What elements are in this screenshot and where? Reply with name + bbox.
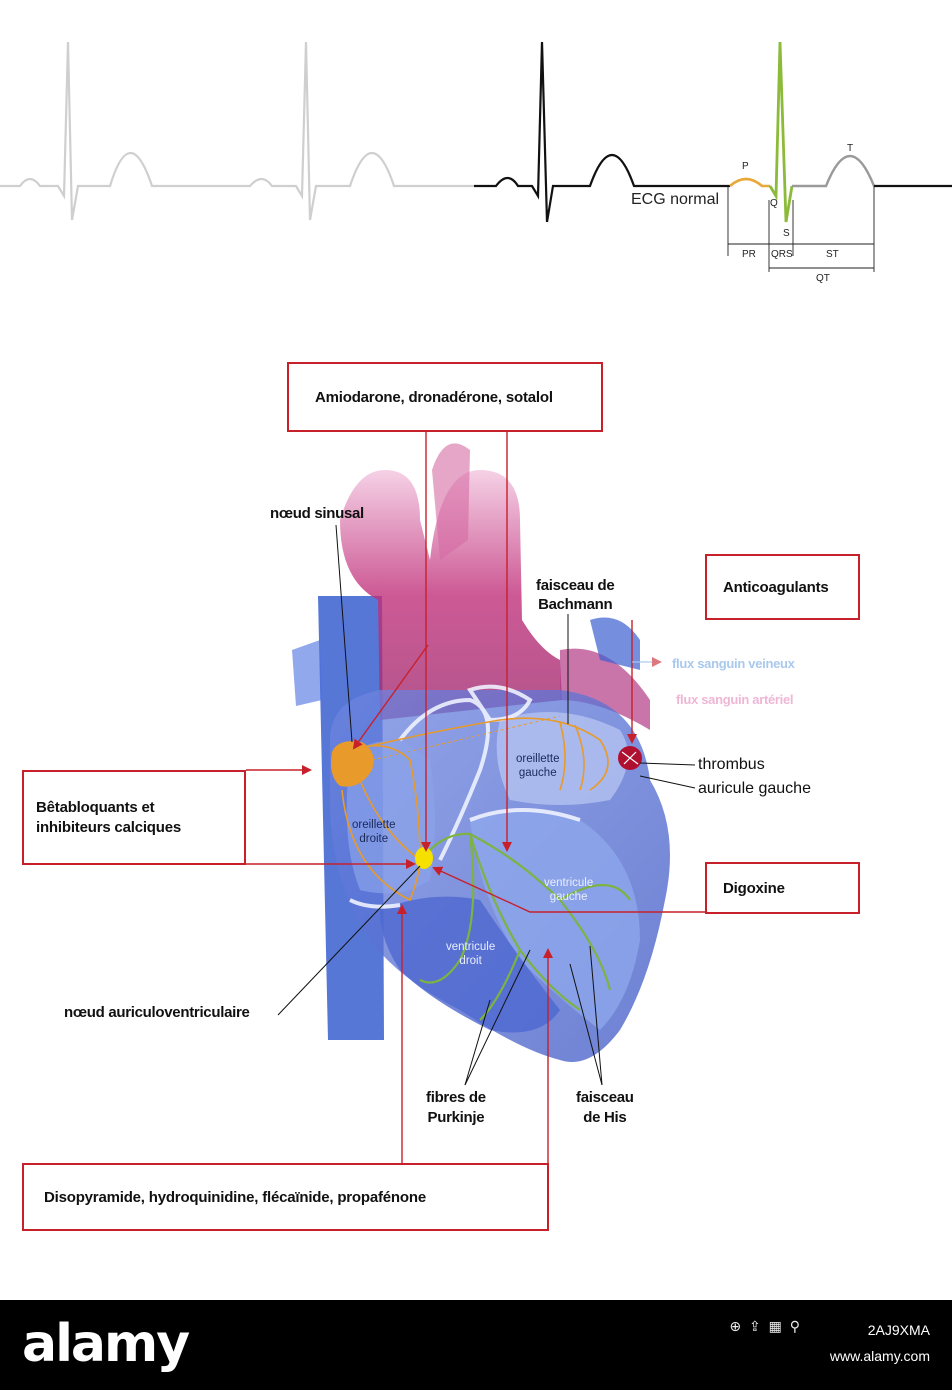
ecg-normal-label: ECG normal <box>631 191 720 208</box>
ecg-strip <box>0 41 952 272</box>
pulmonary-vein <box>590 617 640 670</box>
drug-digoxine-text: Digoxine <box>723 879 785 897</box>
ecg-qt-label: QT <box>816 273 830 284</box>
his-purkinje-paths <box>419 832 631 1021</box>
label-ventricule-droit: ventricule droit <box>446 941 496 967</box>
label-oreillette-droite: oreillette droite <box>352 819 396 845</box>
share-icon: ⇪ <box>748 1318 763 1334</box>
cart-icon: ⚲ <box>789 1318 802 1334</box>
drug-betabloquants-text: Bêtabloquants et inhibiteurs calciques <box>36 798 182 836</box>
label-faisceau-his: faisceau de His <box>576 1089 634 1126</box>
pulmonary-vessel <box>560 648 650 730</box>
ecg-interval-markers <box>727 186 875 272</box>
atrial-conduction-paths <box>341 717 609 902</box>
label-flux-arteriel: flux sanguin artériel <box>676 692 794 707</box>
brand-logo: alamy <box>22 1314 190 1374</box>
label-noeud-sinusal: nœud sinusal <box>270 505 364 522</box>
footer-icons: ⊕ ⇪ ▦ ⚲ <box>729 1318 802 1335</box>
leader-lines <box>277 524 696 1086</box>
drug-box-anticoagulants: Anticoagulants <box>705 554 860 620</box>
grid-icon: ▦ <box>768 1318 784 1334</box>
drug-box-betabloquants: Bêtabloquants et inhibiteurs calciques <box>22 770 246 865</box>
ecg-qrs-complex <box>768 41 794 223</box>
sinus-node-shape <box>331 741 374 787</box>
zoom-icon: ⊕ <box>729 1318 744 1334</box>
drug-disopyramide-text: Disopyramide, hydroquinidine, flécaïnide… <box>44 1188 426 1206</box>
ecg-qrs-label: QRS <box>771 249 793 260</box>
label-auricule-gauche: auricule gauche <box>698 780 811 797</box>
aorta-branch <box>432 443 470 560</box>
ecg-s-label: S <box>783 228 790 239</box>
ecg-p-label: P <box>742 161 749 172</box>
drug-box-amiodarone: Amiodarone, dronadérone, sotalol <box>287 362 603 432</box>
left-ventricle <box>470 810 640 1030</box>
heart-illustration <box>246 430 705 1163</box>
label-fibres-purkinje: fibres de Purkinje <box>426 1089 486 1126</box>
av-node-shape <box>415 847 433 869</box>
label-thrombus: thrombus <box>698 756 765 773</box>
ecg-t-wave <box>792 155 876 188</box>
drug-anticoagulants-text: Anticoagulants <box>723 578 829 596</box>
vein-branch <box>292 640 322 706</box>
ecg-grey-trace <box>0 41 474 221</box>
right-ventricle <box>380 896 560 1033</box>
ecg-p-wave <box>729 177 770 188</box>
left-atrium <box>496 712 628 805</box>
ecg-q-label: Q <box>770 198 778 209</box>
drug-arrows <box>246 430 705 1163</box>
site-url: www.alamy.com <box>829 1348 930 1364</box>
label-flux-veineux: flux sanguin veineux <box>672 656 795 671</box>
label-oreillette-gauche: oreillette gauche <box>516 753 560 779</box>
ecg-st-label: ST <box>826 249 839 260</box>
thrombus-texture <box>621 751 639 765</box>
label-ventricule-gauche: ventricule gauche <box>544 877 594 903</box>
drug-box-digoxine: Digoxine <box>705 862 860 914</box>
ecg-t-label: T <box>847 143 854 154</box>
bachmann-dashed <box>371 715 561 761</box>
image-id: 2AJ9XMA <box>867 1322 930 1338</box>
ecg-pr-label: PR <box>742 249 756 260</box>
drug-box-disopyramide: Disopyramide, hydroquinidine, flécaïnide… <box>22 1163 549 1231</box>
label-faisceau-bachmann: faisceau de Bachmann <box>536 577 615 613</box>
drug-amiodarone-text: Amiodarone, dronadérone, sotalol <box>315 388 553 406</box>
label-noeud-av: nœud auriculoventriculaire <box>64 1004 250 1021</box>
ecg-black-trace <box>474 41 730 223</box>
footer-bar: alamy ⊕ ⇪ ▦ ⚲ 2AJ9XMA www.alamy.com <box>0 1300 952 1390</box>
